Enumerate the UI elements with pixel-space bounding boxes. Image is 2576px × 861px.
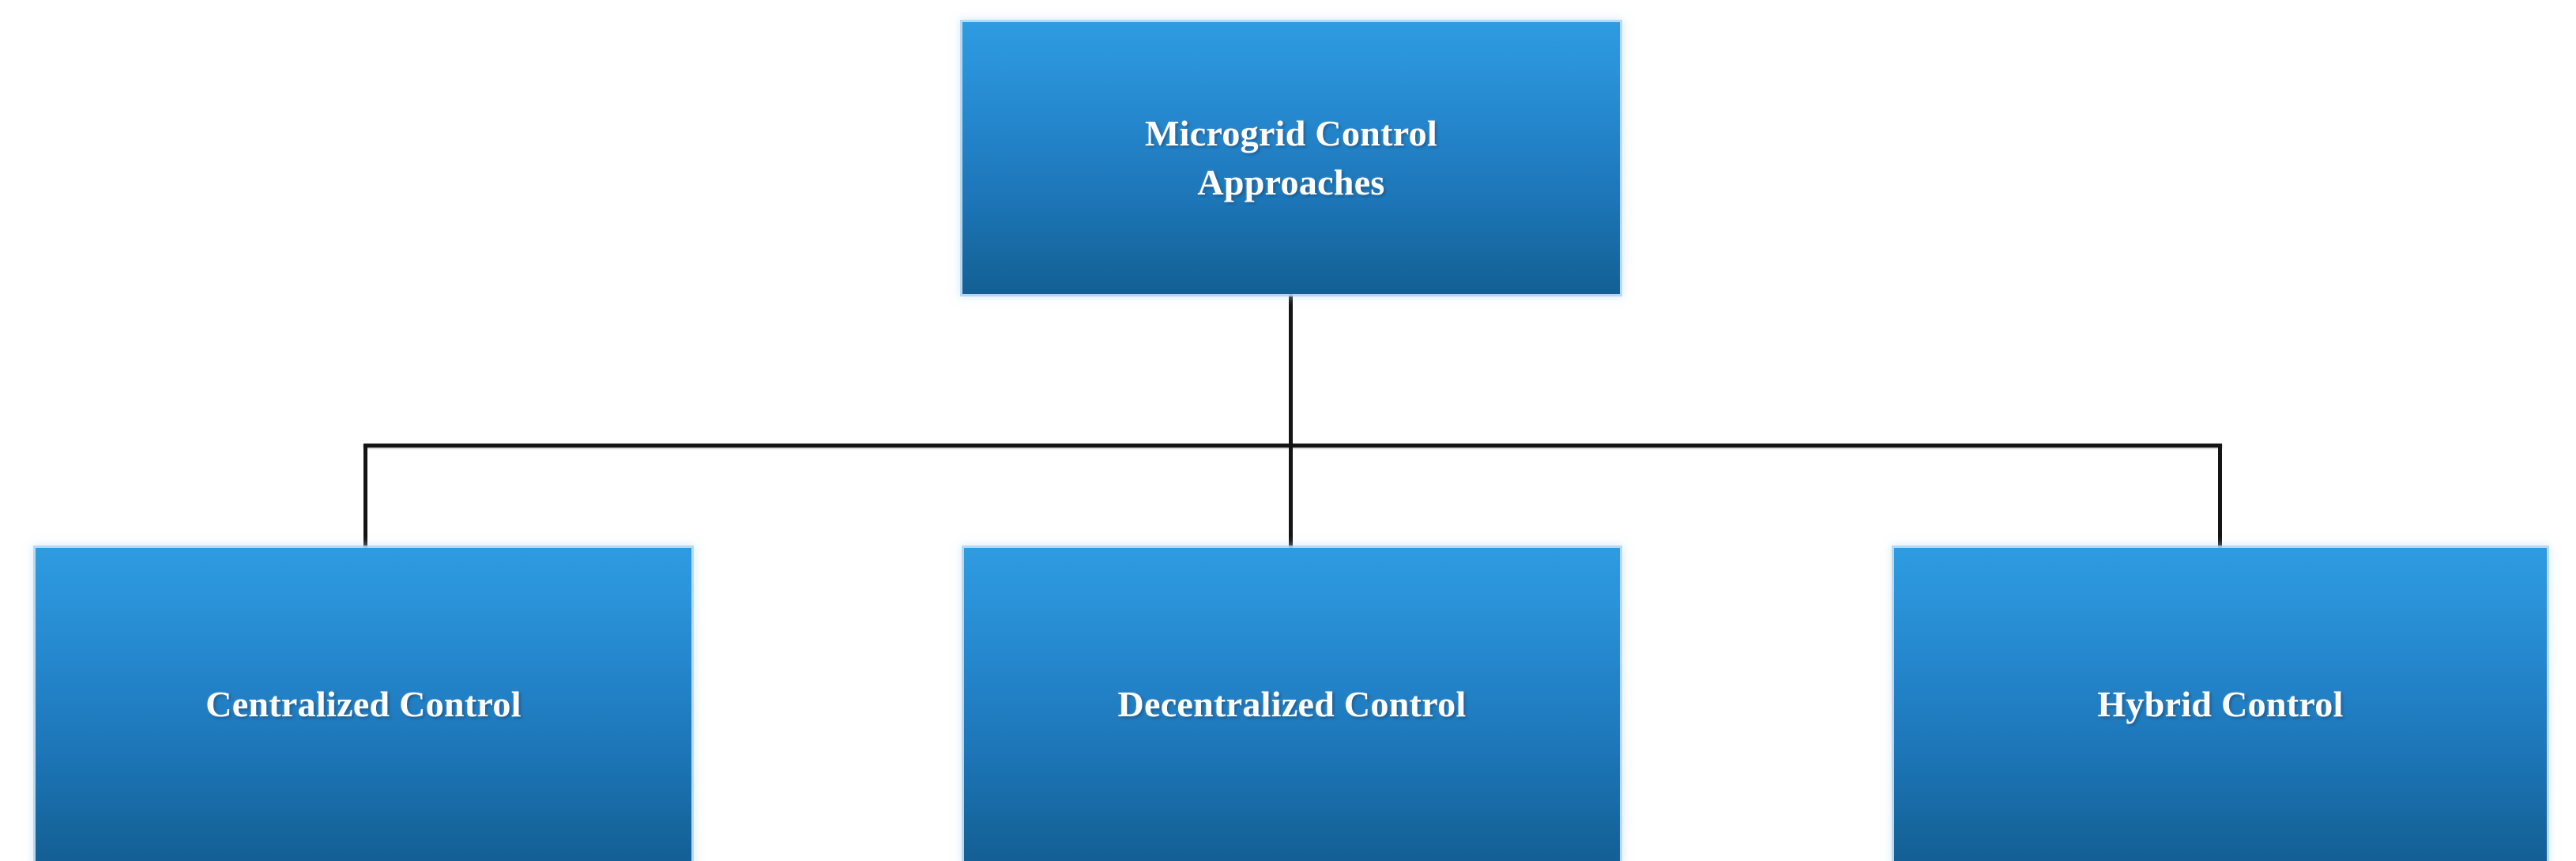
node-hybrid-control-label: Hybrid Control xyxy=(2097,683,2344,724)
connector-horizontal-bus xyxy=(363,444,2222,447)
connector-drop-hybrid xyxy=(2218,445,2222,549)
node-centralized-control-label: Centralized Control xyxy=(205,683,522,724)
node-root-label-line-2: Approaches xyxy=(1197,162,1385,202)
node-root-label-line-1: Microgrid Control xyxy=(1144,112,1438,153)
node-root-label: Microgrid Control Approaches xyxy=(1131,109,1452,207)
node-hybrid-control: Hybrid Control xyxy=(1894,548,2547,861)
node-decentralized-control-label: Decentralized Control xyxy=(1117,683,1467,724)
node-decentralized-control: Decentralized Control xyxy=(964,548,1620,861)
connector-drop-centralized xyxy=(363,445,367,549)
node-centralized-control: Centralized Control xyxy=(36,548,691,861)
connector-root-stem xyxy=(1289,294,1293,445)
connector-drop-decentralized xyxy=(1289,445,1293,549)
node-microgrid-control-approaches: Microgrid Control Approaches xyxy=(962,22,1620,294)
